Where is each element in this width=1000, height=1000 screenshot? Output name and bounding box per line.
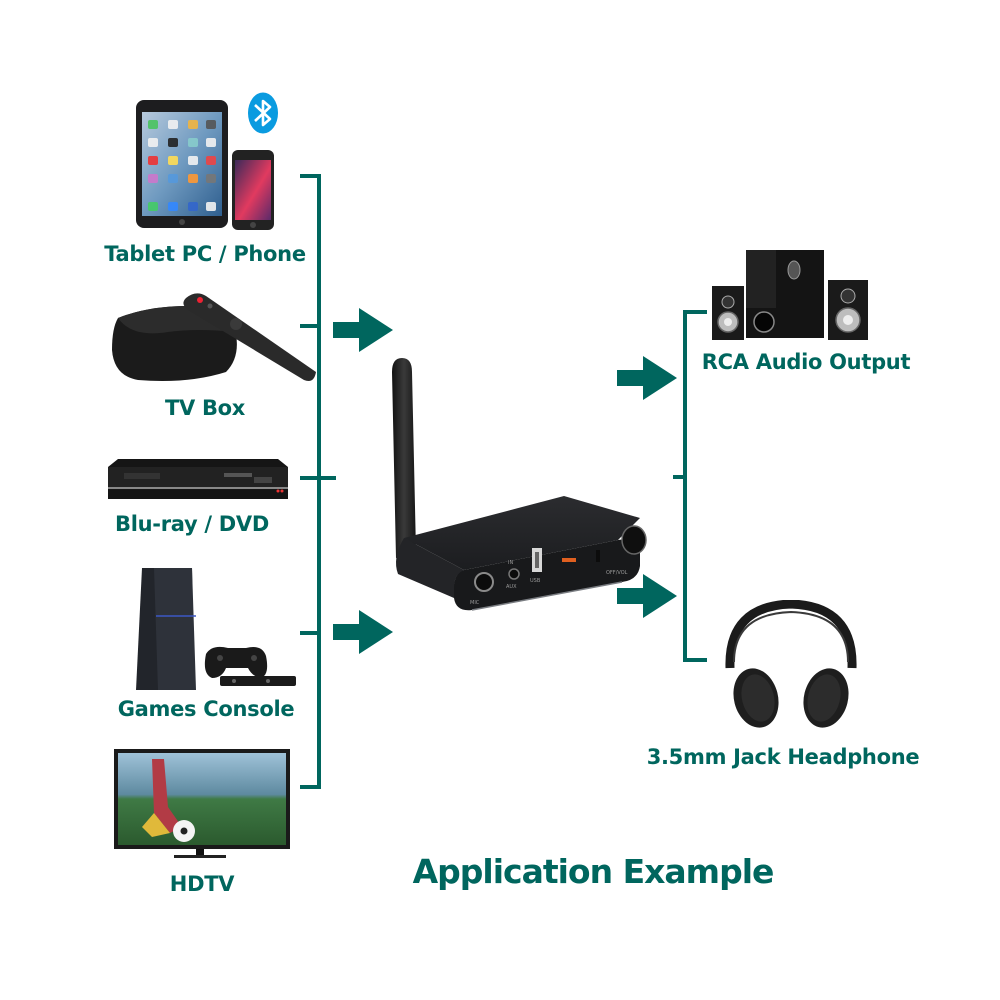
arrow-right-icon <box>617 574 677 618</box>
svg-text:AUX: AUX <box>506 584 517 590</box>
page-title: Application Example <box>412 852 775 891</box>
tv-box-icon <box>112 293 316 381</box>
hdtv-icon <box>114 749 290 858</box>
svg-text:OFF/VOL: OFF/VOL <box>606 570 628 576</box>
source-label-bluray-dvd: Blu-ray / DVD <box>115 512 269 536</box>
source-label-games-console: Games Console <box>117 697 295 721</box>
output-label-headphone: 3.5mm Jack Headphone <box>646 745 920 769</box>
svg-text:USB: USB <box>530 578 541 584</box>
port-label-mic: MIC <box>470 600 480 606</box>
arrow-right-icon <box>333 308 393 352</box>
tablet-phone-icon <box>136 100 274 230</box>
speaker-system-icon <box>712 250 868 340</box>
bluetooth-transmitter-receiver-icon: MIC IN AUX USB OFF/VOL <box>392 358 647 611</box>
source-label-hdtv: HDTV <box>169 872 235 896</box>
arrow-right-icon <box>333 610 393 654</box>
svg-text:IN: IN <box>508 560 513 566</box>
arrow-right-icon <box>617 356 677 400</box>
game-console-icon <box>136 568 296 690</box>
headphone-icon <box>725 600 857 728</box>
source-label-tablet-phone: Tablet PC / Phone <box>104 242 306 266</box>
source-label-tv-box: TV Box <box>164 396 246 420</box>
output-label-rca: RCA Audio Output <box>701 350 911 374</box>
bluray-player-icon <box>108 459 288 499</box>
bluetooth-icon <box>248 92 278 134</box>
